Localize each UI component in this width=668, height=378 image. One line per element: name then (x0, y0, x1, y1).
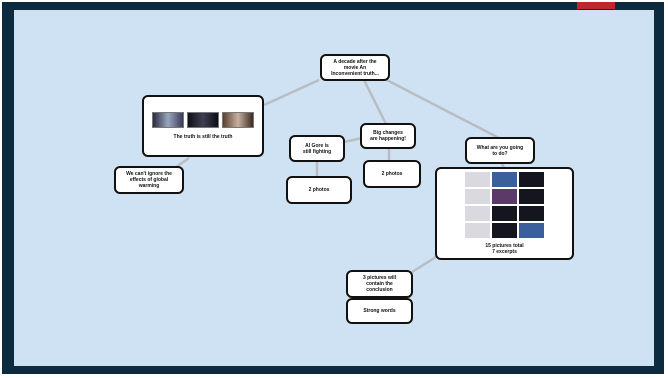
node-photos-left[interactable]: 2 photos (286, 176, 352, 204)
picture-thumbnail (492, 206, 517, 221)
node-ignore-label: We can't ignore the effects of global wa… (126, 171, 172, 189)
picture-thumbnail (465, 206, 490, 221)
node-truth-label: The truth is still the truth (173, 134, 233, 140)
node-strong-words-label: Strong words (363, 308, 396, 314)
node-photos-right-label: 2 photos (381, 171, 403, 177)
node-root[interactable]: A decade after the movie An Inconvenient… (320, 54, 390, 81)
node-what-do[interactable]: What are you going to do? (465, 137, 535, 164)
connector-pictures-conclusion (411, 255, 437, 274)
picture-grid (465, 172, 544, 238)
picture-thumbnail (519, 206, 544, 221)
picture-thumbnail (465, 223, 490, 238)
node-big-changes[interactable]: Big changes are happening! (360, 123, 416, 149)
node-big-changes-label: Big changes are happening! (370, 130, 406, 142)
node-root-label: A decade after the movie An Inconvenient… (331, 58, 379, 77)
connector-root-what-do (378, 74, 500, 140)
picture-thumbnail (492, 189, 517, 204)
node-al-gore[interactable]: Al Gore is still fighting (289, 135, 345, 162)
connector-root-truth (263, 78, 320, 107)
picture-thumbnail (465, 172, 490, 187)
picture-thumbnail (492, 223, 517, 238)
accent-tab (577, 2, 615, 9)
node-conclusion-label: 3 pictures will contain the conclusion (362, 275, 397, 293)
picture-thumbnail (519, 189, 544, 204)
picture-thumbnail (519, 172, 544, 187)
node-strong-words[interactable]: Strong words (346, 298, 413, 324)
node-what-do-label: What are you going to do? (476, 144, 524, 157)
node-truth[interactable]: The truth is still the truth (142, 95, 264, 157)
photo-thumbnails (152, 112, 254, 128)
connector-big-changes-al-gore (343, 136, 363, 144)
node-pictures-total-label: 15 pictures total 7 excerpts (485, 243, 524, 255)
mind-map-canvas: A decade after the movie An Inconvenient… (14, 10, 654, 366)
picture-thumbnail (492, 172, 517, 187)
node-pictures-total[interactable]: 15 pictures total 7 excerpts (435, 167, 574, 260)
node-ignore[interactable]: We can't ignore the effects of global wa… (114, 166, 184, 194)
photo-thumbnail (187, 112, 219, 128)
node-photos-right[interactable]: 2 photos (363, 160, 421, 188)
photo-thumbnail (152, 112, 184, 128)
picture-thumbnail (465, 189, 490, 204)
photo-thumbnail (222, 112, 254, 128)
node-conclusion[interactable]: 3 pictures will contain the conclusion (346, 270, 413, 298)
picture-thumbnail (519, 223, 544, 238)
node-al-gore-label: Al Gore is still fighting (302, 142, 332, 155)
node-photos-left-label: 2 photos (308, 187, 330, 193)
connector-root-big-changes (362, 79, 388, 125)
